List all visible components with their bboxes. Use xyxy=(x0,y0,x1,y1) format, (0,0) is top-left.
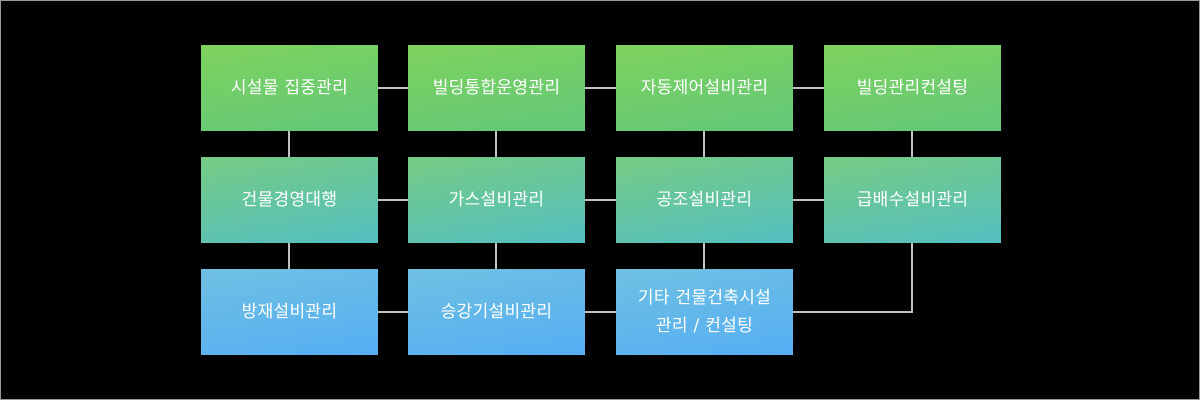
box-label: 승강기설비관리 xyxy=(440,301,553,322)
disaster-prevention-facility-management-box: 방재설비관리 xyxy=(201,269,378,355)
connector-r2-c1-c2 xyxy=(378,199,408,201)
water-supply-drainage-facility-management-box: 급배수설비관리 xyxy=(824,157,1001,243)
connector-c3-r1-r2 xyxy=(703,131,705,157)
box-label: 건물경영대행 xyxy=(241,189,338,210)
hvac-facility-management-box: 공조설비관리 xyxy=(616,157,793,243)
connector-r1-c3-c4 xyxy=(793,87,824,89)
connector-c2-r1-r2 xyxy=(495,131,497,157)
building-management-agency-box: 건물경영대행 xyxy=(201,157,378,243)
connector-c3-r2-r3 xyxy=(703,243,705,269)
box-label: 빌딩관리컨설팅 xyxy=(856,77,969,98)
other-building-facility-management-consulting-box: 기타 건물건축시설 관리 / 컨설팅 xyxy=(616,269,793,355)
connector-r1-c2-c3 xyxy=(585,87,616,89)
elevator-facility-management-box: 승강기설비관리 xyxy=(408,269,585,355)
connector-r1-c1-c2 xyxy=(378,87,408,89)
box-label-line1: 기타 건물건축시설 xyxy=(637,287,772,308)
box-label: 급배수설비관리 xyxy=(856,189,969,210)
automatic-control-facility-management-box: 자동제어설비관리 xyxy=(616,45,793,131)
connector-elbow-to-other-box xyxy=(793,311,913,313)
connector-c1-r1-r2 xyxy=(288,131,290,157)
building-management-consulting-box: 빌딩관리컨설팅 xyxy=(824,45,1001,131)
connector-r2-c2-c3 xyxy=(585,199,616,201)
connector-c4-down-elbow xyxy=(911,243,913,313)
connector-c1-r2-r3 xyxy=(288,243,290,269)
box-label: 공조설비관리 xyxy=(656,189,753,210)
box-label: 자동제어설비관리 xyxy=(640,77,769,98)
connector-r3-c1-c2 xyxy=(378,311,408,313)
box-label: 빌딩통합운영관리 xyxy=(432,77,561,98)
connector-r3-c2-c3 xyxy=(585,311,616,313)
gas-facility-management-box: 가스설비관리 xyxy=(408,157,585,243)
facility-central-management-box: 시설물 집중관리 xyxy=(201,45,378,131)
building-integrated-operation-management-box: 빌딩통합운영관리 xyxy=(408,45,585,131)
box-label: 시설물 집중관리 xyxy=(230,77,349,98)
connector-r2-c3-c4 xyxy=(793,199,824,201)
box-label: 방재설비관리 xyxy=(241,301,338,322)
box-label: 가스설비관리 xyxy=(448,189,545,210)
box-label-line2: 관리 / 컨설팅 xyxy=(655,316,754,336)
connector-c2-r2-r3 xyxy=(495,243,497,269)
connector-c4-r1-r2 xyxy=(911,131,913,157)
